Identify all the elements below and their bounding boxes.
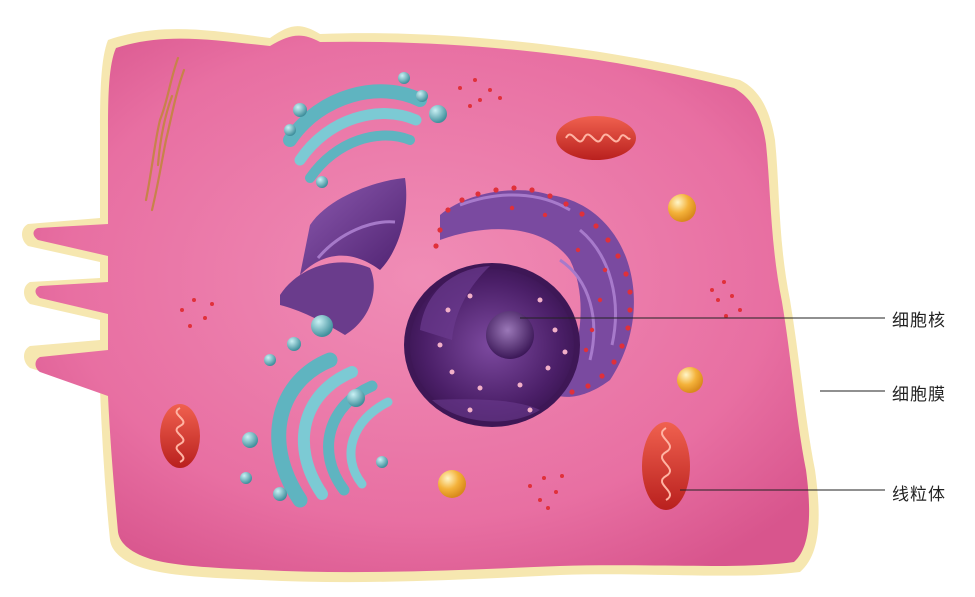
mitochondrion-right (642, 422, 690, 510)
mitochondrion-left (160, 404, 200, 468)
label-mitochondrion: 线粒体 (892, 480, 946, 505)
mitochondrion-top (556, 116, 636, 160)
label-nucleus: 细胞核 (892, 306, 946, 331)
nucleus (404, 263, 580, 427)
label-cell-membrane: 细胞膜 (892, 380, 946, 405)
